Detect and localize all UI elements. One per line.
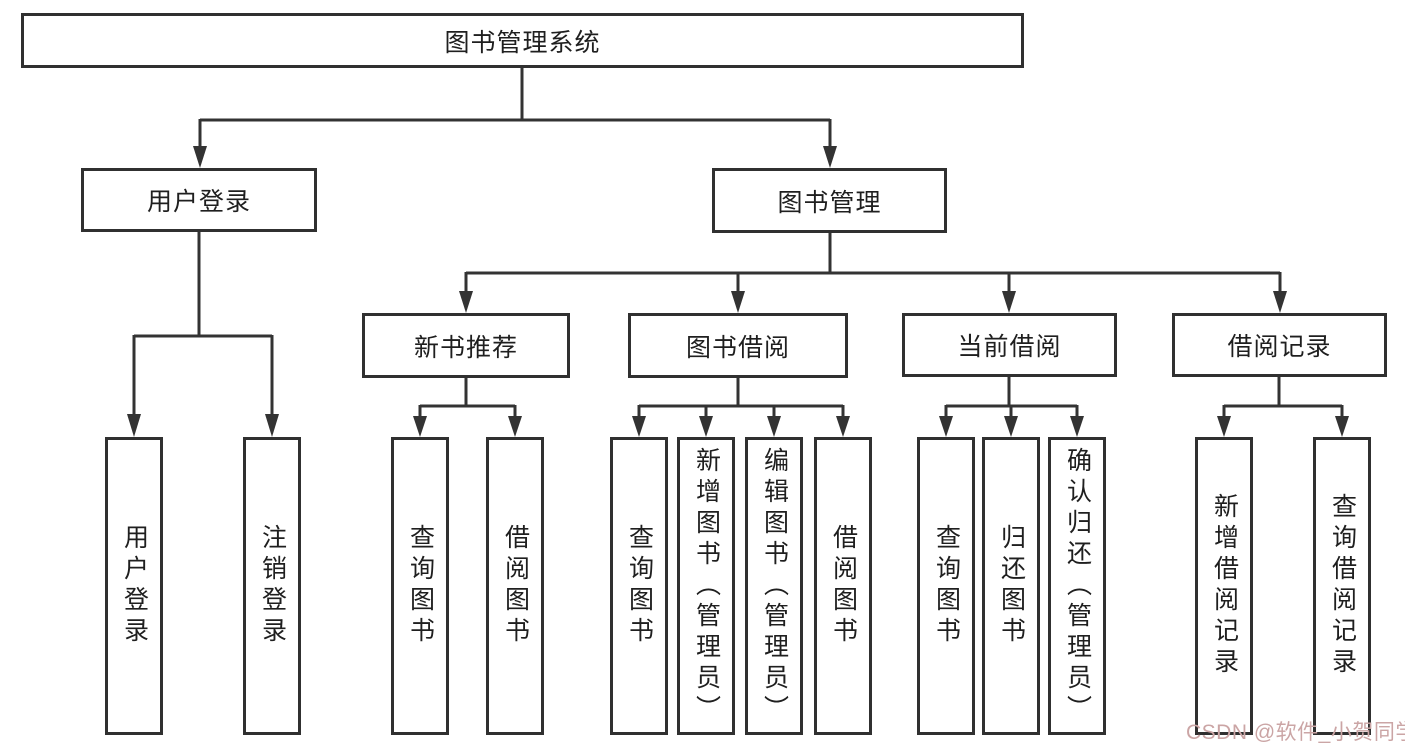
node-book-management: 图书管理 [712,168,947,233]
leaf-add-borrow-record: 新增借阅记录 [1195,437,1253,735]
leaf-confirm-return-admin: 确认归还（管理员） [1048,437,1106,735]
node-borrow-records: 借阅记录 [1172,313,1387,377]
leaf-return-books: 归还图书 [982,437,1040,735]
node-new-book-recommend: 新书推荐 [362,313,570,378]
leaf-logout: 注销登录 [243,437,301,735]
leaf-query-borrow-record: 查询借阅记录 [1313,437,1371,735]
leaf-user-login: 用户登录 [105,437,163,735]
node-current-borrowing: 当前借阅 [902,313,1117,377]
leaf-borrow-books: 借阅图书 [814,437,872,735]
leaf-query-books-recommend: 查询图书 [391,437,449,735]
leaf-borrow-books-recommend: 借阅图书 [486,437,544,735]
node-root-system: 图书管理系统 [21,13,1024,68]
node-book-borrowing: 图书借阅 [628,313,848,378]
leaf-query-books-current: 查询图书 [917,437,975,735]
leaf-query-books-borrowing: 查询图书 [610,437,668,735]
node-user-login: 用户登录 [81,168,317,232]
leaf-add-book-admin: 新增图书（管理员） [677,437,735,735]
csdn-watermark: CSDN @软件_小贺同学 [1186,721,1405,744]
leaf-edit-book-admin: 编辑图书（管理员） [745,437,803,735]
